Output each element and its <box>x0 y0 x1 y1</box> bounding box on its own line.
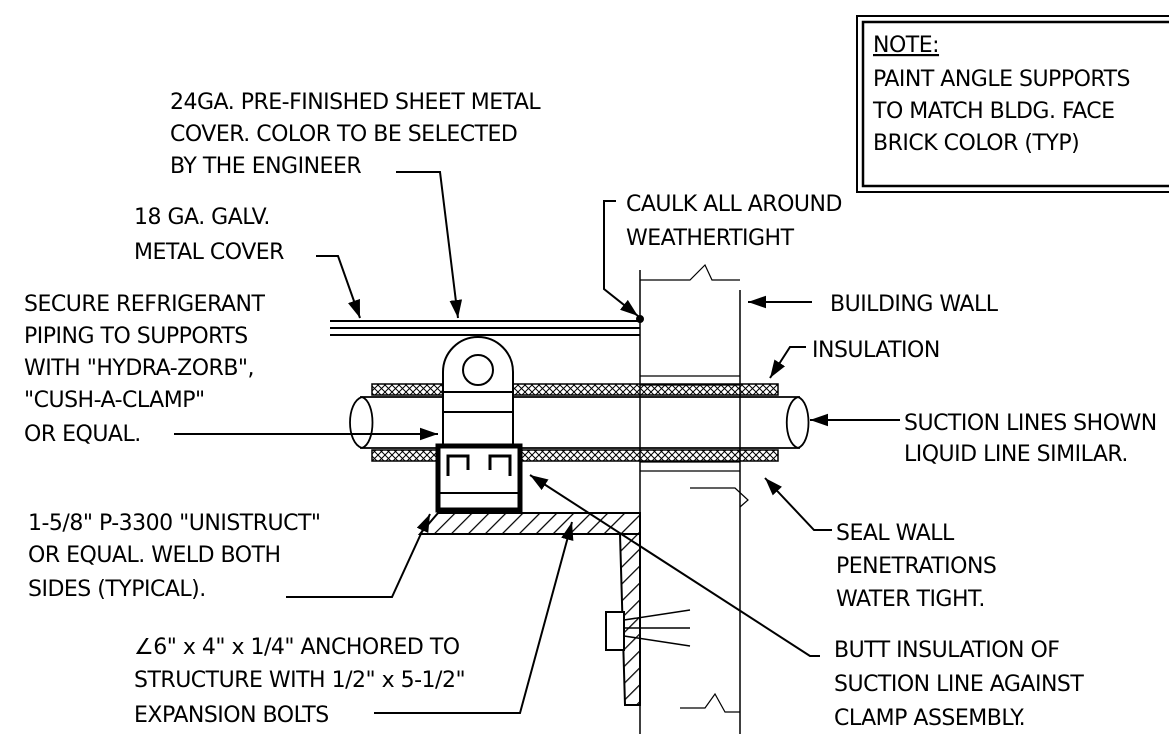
svg-text:WATER TIGHT.: WATER TIGHT. <box>836 587 985 612</box>
svg-text:BY THE ENGINEER: BY THE ENGINEER <box>170 154 361 179</box>
svg-text:METAL COVER: METAL COVER <box>134 240 284 265</box>
label-butt-insulation: BUTT INSULATION OF SUCTION LINE AGAINST … <box>834 638 1085 731</box>
svg-text:BUTT INSULATION OF: BUTT INSULATION OF <box>834 638 1059 663</box>
suction-pipe <box>349 396 810 449</box>
label-sheet-metal-cover: 24GA. PRE-FINISHED SHEET METAL COVER. CO… <box>170 90 542 179</box>
label-suction-lines: SUCTION LINES SHOWN LIQUID LINE SIMILAR. <box>904 411 1157 467</box>
unistrut-channel <box>435 443 523 513</box>
svg-text:WEATHERTIGHT: WEATHERTIGHT <box>626 226 795 251</box>
angle-support <box>417 512 691 706</box>
svg-text:SUCTION LINE AGAINST: SUCTION LINE AGAINST <box>834 672 1084 697</box>
svg-text:LIQUID LINE SIMILAR.: LIQUID LINE SIMILAR. <box>904 442 1128 467</box>
svg-text:SIDES (TYPICAL).: SIDES (TYPICAL). <box>28 577 206 602</box>
svg-text:STRUCTURE WITH 1/2" x 5-1/2": STRUCTURE WITH 1/2" x 5-1/2" <box>134 668 465 693</box>
label-secure-piping: SECURE REFRIGERANT PIPING TO SUPPORTS WI… <box>24 292 266 447</box>
leaders <box>174 171 900 714</box>
note-line: TO MATCH BLDG. FACE <box>872 99 1115 124</box>
svg-text:PIPING TO SUPPORTS: PIPING TO SUPPORTS <box>24 324 248 349</box>
building-wall <box>639 263 749 734</box>
label-building-wall: BUILDING WALL <box>830 292 999 317</box>
note-line: BRICK COLOR (TYP) <box>873 131 1079 156</box>
svg-text:WITH "HYDRA-ZORB",: WITH "HYDRA-ZORB", <box>24 356 254 381</box>
svg-text:CLAMP ASSEMBLY.: CLAMP ASSEMBLY. <box>834 706 1025 731</box>
svg-text:OR EQUAL.: OR EQUAL. <box>24 422 141 447</box>
svg-text:OR EQUAL. WELD BOTH: OR EQUAL. WELD BOTH <box>28 543 281 568</box>
svg-text:EXPANSION BOLTS: EXPANSION BOLTS <box>134 703 329 728</box>
svg-text:1-5/8" P-3300 "UNISTRUCT": 1-5/8" P-3300 "UNISTRUCT" <box>28 511 321 536</box>
note-heading: NOTE: <box>873 33 939 58</box>
label-angle: ∠6" x 4" x 1/4" ANCHORED TO STRUCTURE WI… <box>134 635 466 728</box>
label-galv-cover: 18 GA. GALV. METAL COVER <box>134 205 285 265</box>
svg-text:COVER. COLOR TO BE SELECTED: COVER. COLOR TO BE SELECTED <box>170 122 517 147</box>
pipe-clamp <box>442 336 514 479</box>
label-caulk: CAULK ALL AROUND WEATHERTIGHT <box>626 192 842 251</box>
svg-text:18 GA. GALV.: 18 GA. GALV. <box>134 205 270 230</box>
svg-text:∠6" x 4" x 1/4" ANCHORED TO: ∠6" x 4" x 1/4" ANCHORED TO <box>134 635 460 660</box>
note-box: NOTE: PAINT ANGLE SUPPORTS TO MATCH BLDG… <box>856 15 1169 193</box>
label-unistrut: 1-5/8" P-3300 "UNISTRUCT" OR EQUAL. WELD… <box>28 511 321 602</box>
svg-text:CAULK ALL AROUND: CAULK ALL AROUND <box>626 192 842 217</box>
svg-text:SUCTION LINES SHOWN: SUCTION LINES SHOWN <box>904 411 1157 436</box>
note-line: PAINT ANGLE SUPPORTS <box>873 67 1130 92</box>
metal-covers <box>330 315 644 336</box>
label-seal-wall: SEAL WALL PENETRATIONS WATER TIGHT. <box>836 521 997 612</box>
svg-text:24GA. PRE-FINISHED SHEET METAL: 24GA. PRE-FINISHED SHEET METAL <box>170 90 541 115</box>
svg-text:SEAL WALL: SEAL WALL <box>836 521 955 546</box>
svg-text:"CUSH-A-CLAMP": "CUSH-A-CLAMP" <box>24 388 205 413</box>
svg-text:SECURE REFRIGERANT: SECURE REFRIGERANT <box>24 292 265 317</box>
pipe-insulation <box>371 383 779 462</box>
svg-text:PENETRATIONS: PENETRATIONS <box>836 554 996 579</box>
label-insulation: INSULATION <box>812 338 940 363</box>
